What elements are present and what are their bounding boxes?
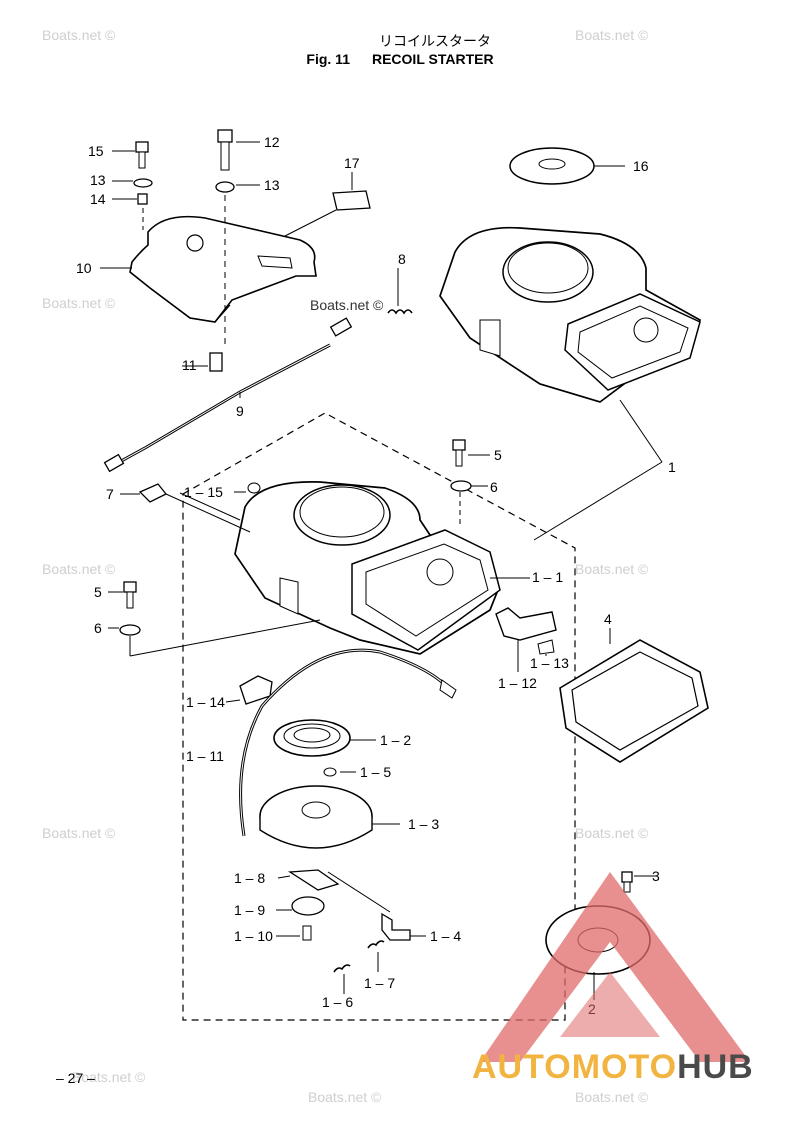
part-17-label [284,172,371,237]
callout-1-7: 1 – 7 [364,975,395,991]
part-7 [120,483,251,533]
watermark: Boats.net © [72,1069,146,1085]
callout-1-3: 1 – 3 [408,816,439,832]
part-1-housing-assembly [439,226,702,541]
part-1-2-spring [273,719,376,757]
callout-1-4: 1 – 4 [430,928,461,944]
fasteners-5-6-right [450,439,490,528]
watermark: Boats.net © [308,1089,382,1105]
callout-1-9: 1 – 9 [234,902,265,918]
callout-15: 15 [88,143,104,159]
logo-triangle-inner [560,972,660,1037]
callout-1-10: 1 – 10 [234,928,273,944]
figure-number: Fig. 11 [306,51,350,67]
fasteners-5-6-left [108,581,321,657]
diagram-header: リコイルスタータ Fig. 11 RECOIL STARTER [0,34,800,68]
watermark: Boats.net © [42,561,116,577]
callout-1-14: 1 – 14 [186,694,225,710]
fasteners-left-top [112,141,153,230]
part-1-12-handle [495,607,557,672]
watermark: Boats.net © [575,561,649,577]
part-1-14 [225,675,273,705]
part-9-cable [103,317,353,473]
callout-1-6: 1 – 6 [322,994,353,1010]
callout-4: 4 [604,611,612,627]
part-1-3-reel [259,785,400,849]
callout-8: 8 [398,251,406,267]
watermark: Boats.net © [575,27,649,43]
part-8-spring [387,268,413,315]
callout-6: 6 [490,479,498,495]
logo-text-automoto: AUTOMOTO [472,1048,678,1086]
callout-1-11: 1 – 11 [186,748,224,764]
callout-10: 10 [76,260,92,276]
watermark: Boats.net © [42,295,116,311]
callout-6: 6 [94,620,102,636]
logo-text-hub: HUB [677,1048,754,1086]
callout-1-13: 1 – 13 [530,655,569,671]
callout-7: 7 [106,486,114,502]
part-3-screw [621,871,656,893]
figure-title: RECOIL STARTER [371,51,494,67]
callout-1-5: 1 – 5 [360,764,391,780]
watermark: Boats.net © [42,825,116,841]
title-japanese: リコイルスタータ [379,34,491,50]
page-number: – 27 – [56,1070,95,1086]
callout-1-8: 1 – 8 [234,870,265,886]
callout-9: 9 [236,403,244,419]
callout-13: 13 [90,172,106,188]
callout-14: 14 [90,191,106,207]
logo-wordmark: AUTOMOTOHUB [472,1048,754,1087]
callout-17: 17 [344,155,360,171]
callout-5: 5 [494,447,502,463]
fasteners-center-top [182,129,260,372]
title-english: Fig. 11 RECOIL STARTER [0,51,800,68]
callout-11: 11 [182,357,197,373]
callout-12: 12 [264,134,280,150]
part-4-gasket [559,628,709,763]
part-1-5 [323,767,356,777]
callout-1-2: 1 – 2 [380,732,411,748]
watermark: Boats.net © [575,1089,649,1105]
callout-1: 1 [668,459,676,475]
callout-1-15: 1 – 15 [184,484,223,500]
automotohub-logo [480,872,750,1062]
small-parts-lower [276,869,426,994]
watermark: Boats.net © [42,27,116,43]
part-1-1-housing [179,481,530,655]
callout-3: 3 [652,868,660,884]
logo-triangle-outer [480,872,750,1062]
callout-5: 5 [94,584,102,600]
callout-13: 13 [264,177,280,193]
part-10-cover [100,215,317,323]
part-16-disc [509,147,625,185]
part-1-11-rope [239,648,457,837]
callout-1-1: 1 – 1 [532,569,563,585]
callout-labels: 15 12 13 13 14 17 16 10 8 11 9 1 5 6 7 1… [76,134,676,1017]
callout-16: 16 [633,158,649,174]
part-1-15 [234,482,261,494]
watermark: Boats.net © [575,825,649,841]
watermark-inline: Boats.net © [310,297,384,313]
callout-1-12: 1 – 12 [498,675,537,691]
